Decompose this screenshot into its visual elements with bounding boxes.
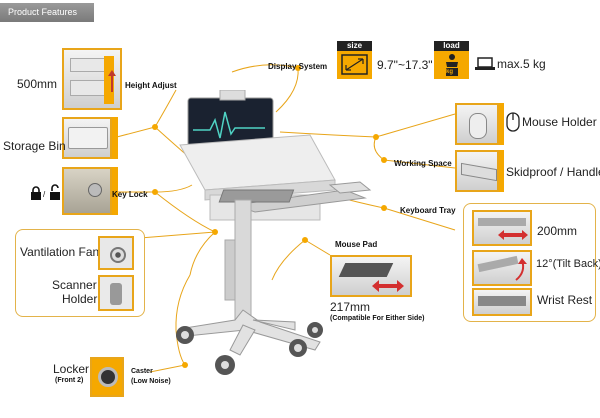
storage-bin-thumbnail <box>62 117 112 159</box>
caster-label-line1: Caster <box>131 368 153 375</box>
scanner-icon <box>110 283 122 305</box>
scanner-holder-label-line1: Scanner <box>52 278 97 292</box>
mouse-pad <box>328 181 372 194</box>
height-adjust-thumbnail <box>62 48 122 110</box>
lock-open-icon <box>50 184 60 200</box>
load-badge: load kg <box>434 41 469 79</box>
display-system-label: Display System <box>268 62 328 71</box>
arrow-up-icon <box>108 70 116 92</box>
keyboard-tray-label: Keyboard Tray <box>400 206 456 215</box>
caster-thumbnail <box>90 357 124 397</box>
ventilation-fan-thumbnail <box>98 236 134 270</box>
fan-icon <box>110 247 126 263</box>
mouse-holder-label: Mouse Holder <box>522 115 597 129</box>
load-person-icon <box>446 54 458 76</box>
size-range: 9.7"~17.3" <box>377 58 433 72</box>
caster-label-line2: (Low Noise) <box>131 378 171 385</box>
key-lock-label: Key Lock <box>112 190 148 199</box>
size-badge: size <box>337 41 372 79</box>
keyboard-tilt-value: 12°(Tilt Back) <box>536 258 600 270</box>
double-arrow-icon <box>372 280 404 292</box>
product-features-tab: Product Features <box>0 3 94 22</box>
wrist-rest-label: Wrist Rest <box>537 293 593 307</box>
locker-label-line1: Locker <box>53 362 90 376</box>
load-badge-label: load <box>434 41 469 51</box>
mouse-pad-label: Mouse Pad <box>335 240 378 249</box>
keyboard-depth-thumbnail <box>472 210 532 246</box>
load-value: max.5 kg <box>497 57 546 71</box>
size-badge-label: size <box>337 41 372 51</box>
height-value: 500mm <box>17 77 58 91</box>
working-space-label: Working Space <box>394 159 452 168</box>
keyboard-depth-value: 200mm <box>537 224 578 238</box>
skidproof-label: Skidproof / Handle <box>506 165 600 179</box>
keyboard-tilt-thumbnail <box>472 250 532 286</box>
lock-separator: / <box>43 190 46 199</box>
locker-label-line2: (Front 2) <box>55 377 84 384</box>
screen-size-icon <box>341 54 368 75</box>
scanner-holder-thumbnail <box>98 275 134 311</box>
ecg-waveform <box>193 111 265 139</box>
mouse-pad-note: (Compatible For Either Side) <box>330 315 425 322</box>
skidproof-thumbnail <box>455 150 499 192</box>
mouse-icon <box>506 112 520 132</box>
laptop-icon <box>475 57 495 70</box>
wrist-rest-thumbnail <box>472 288 532 316</box>
mouse-holder-thumbnail <box>455 103 499 145</box>
mouse-pad-thumbnail <box>330 255 412 297</box>
lock-closed-icon <box>31 186 41 200</box>
scanner-holder-label-line2: Holder <box>62 292 98 306</box>
caster-wheel-icon <box>98 367 118 387</box>
tilt-arrow-icon <box>515 258 527 281</box>
load-unit: kg <box>446 69 454 75</box>
double-arrow-icon <box>498 230 528 240</box>
medical-cart-illustration <box>176 90 372 375</box>
mouse-pad-size: 217mm <box>330 300 371 314</box>
ventilation-fan-label: Vantilation Fan <box>20 245 100 259</box>
storage-bin-label: Storage Bin <box>3 139 66 153</box>
key-lock-thumbnail <box>62 167 112 215</box>
height-adjust-label: Height Adjust <box>125 81 177 90</box>
